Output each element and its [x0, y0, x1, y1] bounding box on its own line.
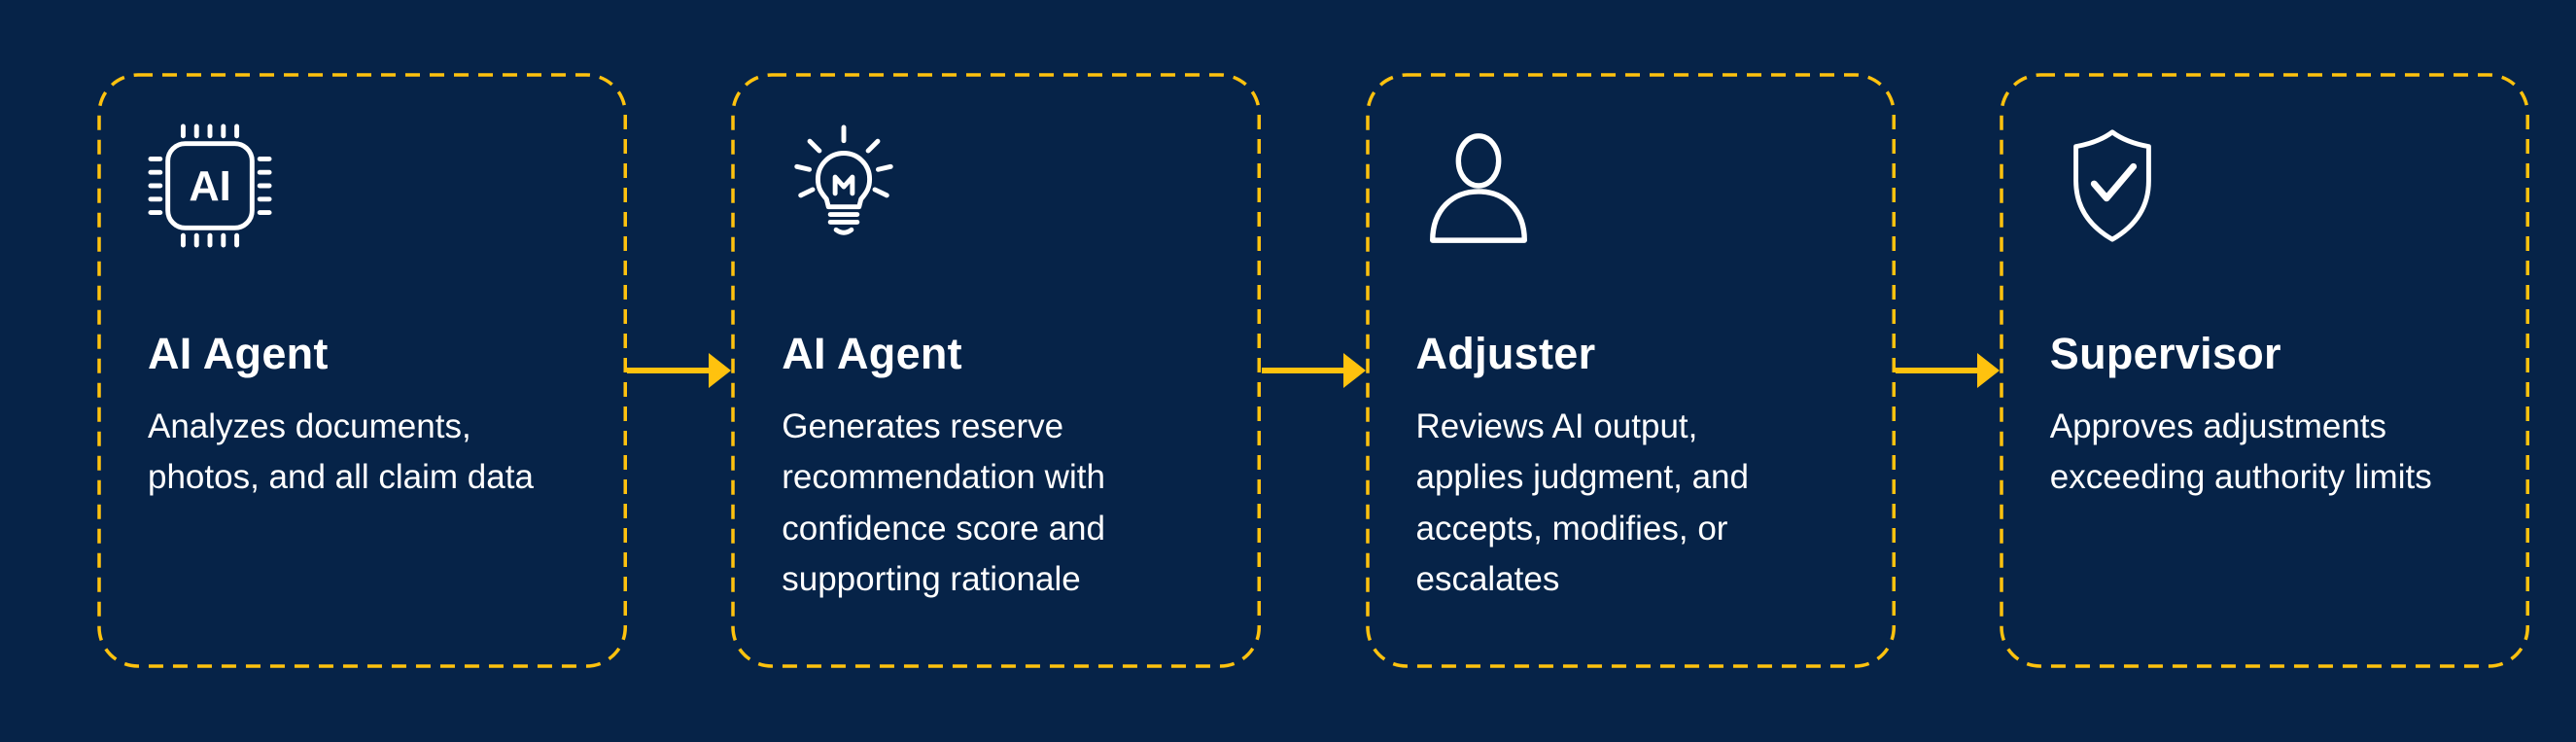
card-1-ai-agent: AI AI Agent Analyzes documents, photos, …: [97, 73, 627, 668]
card-title: AI Agent: [148, 329, 329, 378]
shield-check-icon: [2050, 124, 2481, 248]
card-title: AI Agent: [782, 329, 962, 378]
card-4-supervisor: Supervisor Approves adjustments exceedin…: [2000, 73, 2529, 668]
person-icon: [1416, 124, 1847, 248]
card-2-ai-agent: AI Agent Generates reserve recommendatio…: [731, 73, 1262, 668]
card-description: Generates reserve recommendation with co…: [782, 406, 1105, 599]
lightbulb-icon: [782, 124, 1212, 248]
card-title: Adjuster: [1415, 329, 1596, 378]
flow-arrow-right-icon: [1895, 73, 2000, 668]
card-description: Analyzes documents, photos, and all clai…: [148, 406, 534, 497]
workflow-flow-row: AI AI Agent Analyzes documents, photos, …: [97, 73, 2529, 668]
ai-chip-icon: AI: [148, 124, 578, 248]
card-3-adjuster: Adjuster Reviews AI output, applies judg…: [1365, 73, 1896, 668]
card-description: Reviews AI output, applies judgment, and…: [1415, 406, 1749, 599]
ai-chip-label: AI: [189, 163, 230, 210]
flow-arrow-right-icon: [1261, 73, 1366, 668]
card-description: Approves adjustments exceeding authority…: [2049, 406, 2432, 497]
card-title: Supervisor: [2049, 329, 2281, 378]
flow-arrow-right-icon: [627, 73, 732, 668]
